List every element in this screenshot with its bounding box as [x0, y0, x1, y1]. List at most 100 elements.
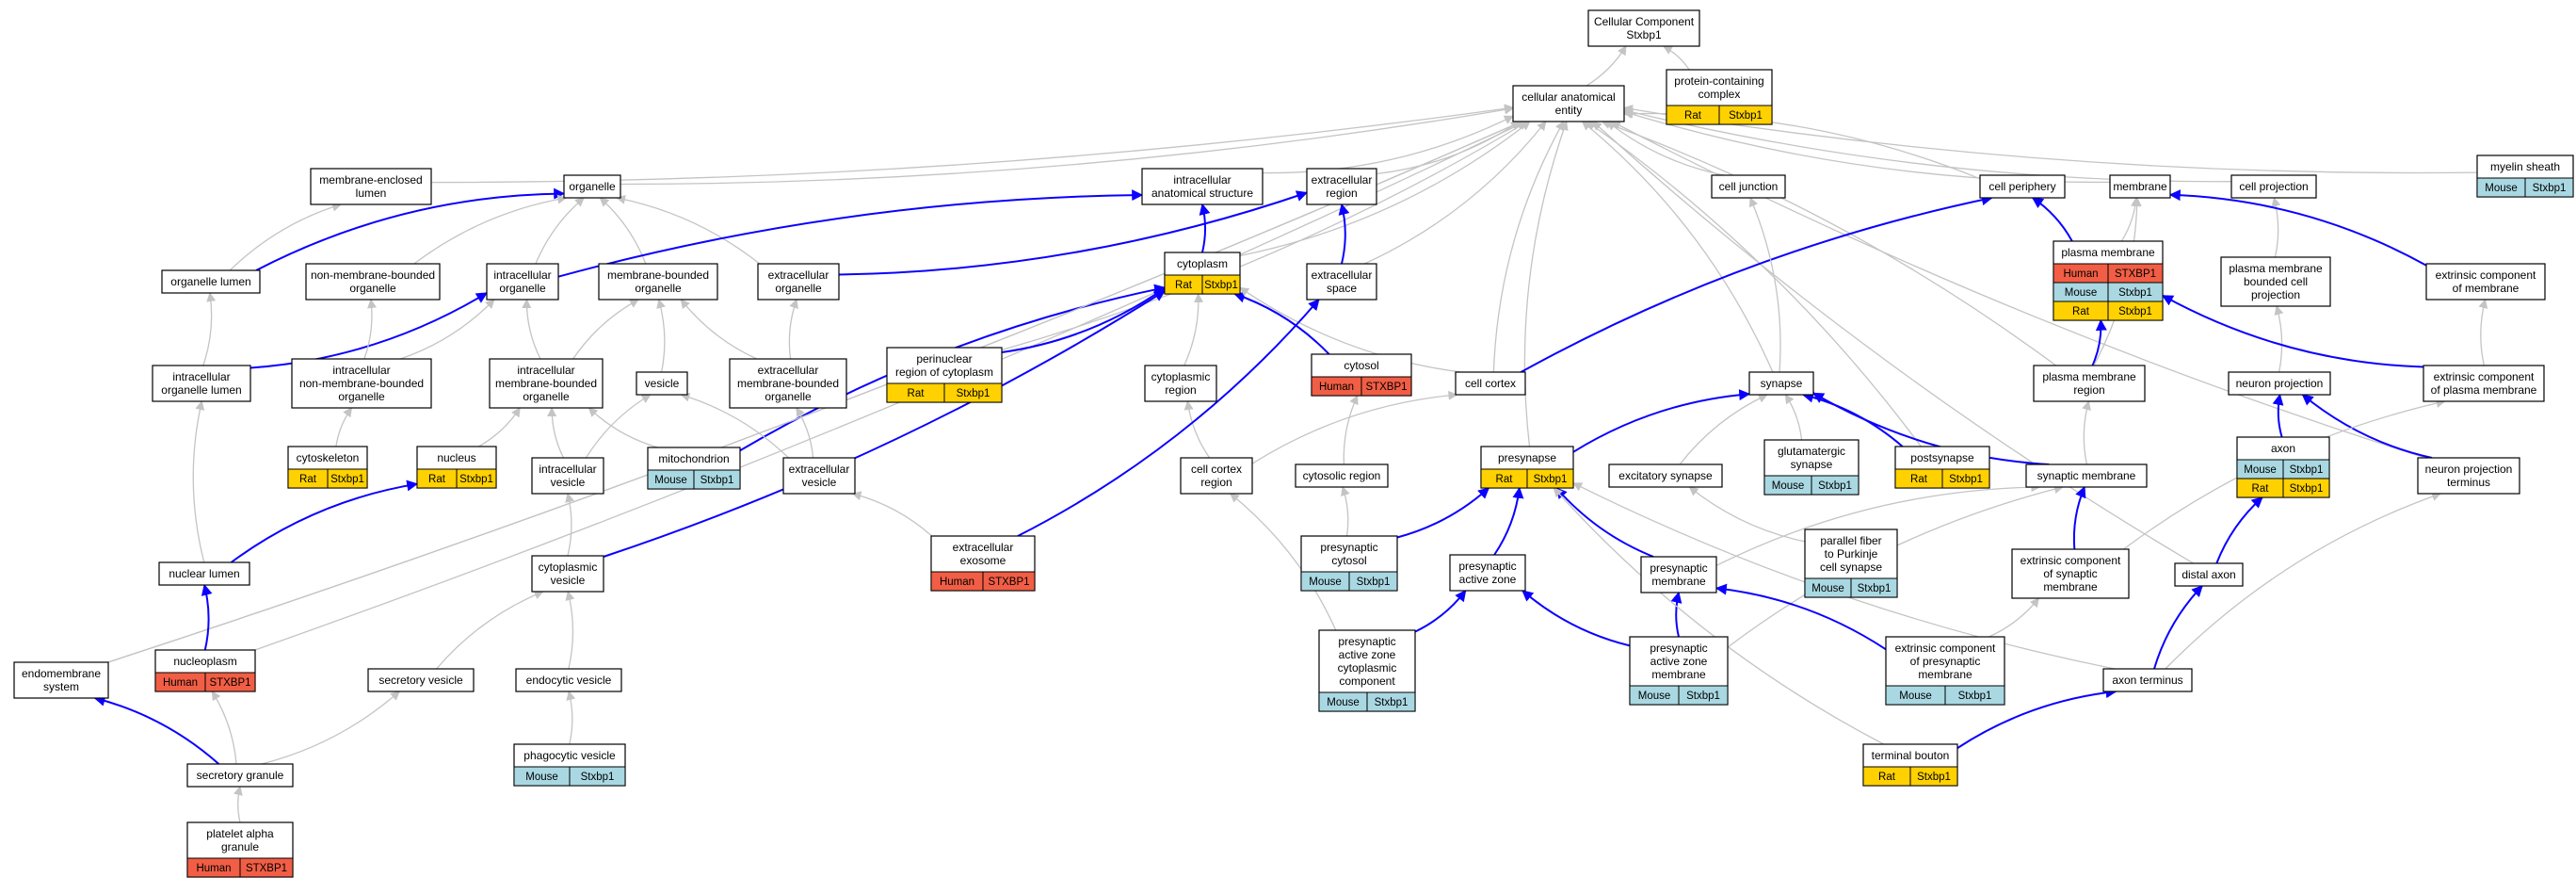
species-label: Mouse [1772, 480, 1805, 492]
node-box [2423, 365, 2545, 402]
node-nuclumen[interactable]: nuclear lumen [158, 561, 250, 586]
edge-imbo-is_a-mbo [572, 299, 639, 360]
node-box [757, 263, 840, 301]
node-inmbo[interactable]: intracellularnon-membrane-boundedorganel… [291, 358, 432, 409]
gene-cell [327, 468, 368, 489]
node-secgran[interactable]: secretory granule [186, 763, 294, 788]
gene-label: Stxbp1 [1729, 110, 1763, 122]
node-label-line: presynapse [1498, 451, 1556, 464]
gene-label: STXBP1 [1365, 382, 1407, 393]
node-cytosolreg[interactable]: cytosolic region [1295, 463, 1389, 488]
edge-synapse-is_a-celljunc [1748, 197, 1781, 373]
gene-cell [1718, 105, 1773, 125]
node-neuproj[interactable]: neuron projection [2228, 371, 2331, 396]
edge-mbo-is_a-organelle [599, 197, 647, 265]
edge-presyn-part_of-synapse [1572, 389, 1751, 453]
gene-cell [1366, 691, 1416, 712]
species-label: Mouse [1811, 583, 1844, 594]
node-box [729, 358, 847, 409]
node-box [1711, 174, 1786, 199]
node-axterm[interactable]: axon terminus [2102, 668, 2193, 692]
node-cellper[interactable]: cell periphery [1979, 174, 2066, 199]
node-orglumen[interactable]: organelle lumen [161, 269, 261, 294]
node-label-line: intracellular [493, 268, 551, 282]
node-label-line: plasma membrane [2042, 370, 2136, 383]
edge-platelet-is_a-secgran [233, 786, 243, 823]
node-organelle[interactable]: organelle [563, 174, 621, 199]
node-label-line: extracellular [758, 364, 819, 377]
edge-mito-is_a-imbo [588, 407, 658, 448]
node-vesicle[interactable]: vesicle [636, 371, 688, 396]
node-membrane[interactable]: membrane [2109, 174, 2171, 199]
node-cellcortex[interactable]: cell cortex [1455, 371, 1526, 396]
node-endoves[interactable]: endocytic vesicle [515, 668, 622, 692]
node-label-line: parallel fiber [1820, 534, 1881, 547]
node-secves[interactable]: secretory vesicle [367, 668, 475, 692]
node-excsyn[interactable]: excitatory synapse [1608, 463, 1723, 488]
node-cellproj[interactable]: cell projection [2230, 174, 2317, 199]
node-box [1748, 371, 1814, 396]
species-label: Mouse [1327, 697, 1360, 708]
node-celljunc[interactable]: cell junction [1711, 174, 1786, 199]
node-synapse[interactable]: synapse [1748, 371, 1814, 396]
node-label-line: endomembrane [22, 667, 101, 680]
node-label-line: of plasma membrane [2431, 383, 2537, 397]
node-synmem[interactable]: synaptic membrane [2025, 463, 2148, 488]
node-label-line: glutamatergic [1778, 445, 1845, 458]
node-label-line: extracellular [953, 541, 1014, 554]
node-label-line: cellular anatomical [1521, 90, 1615, 104]
node-distaxon[interactable]: distal axon [2174, 562, 2244, 587]
edge-perinuc-is_a-cae [1001, 121, 1529, 351]
